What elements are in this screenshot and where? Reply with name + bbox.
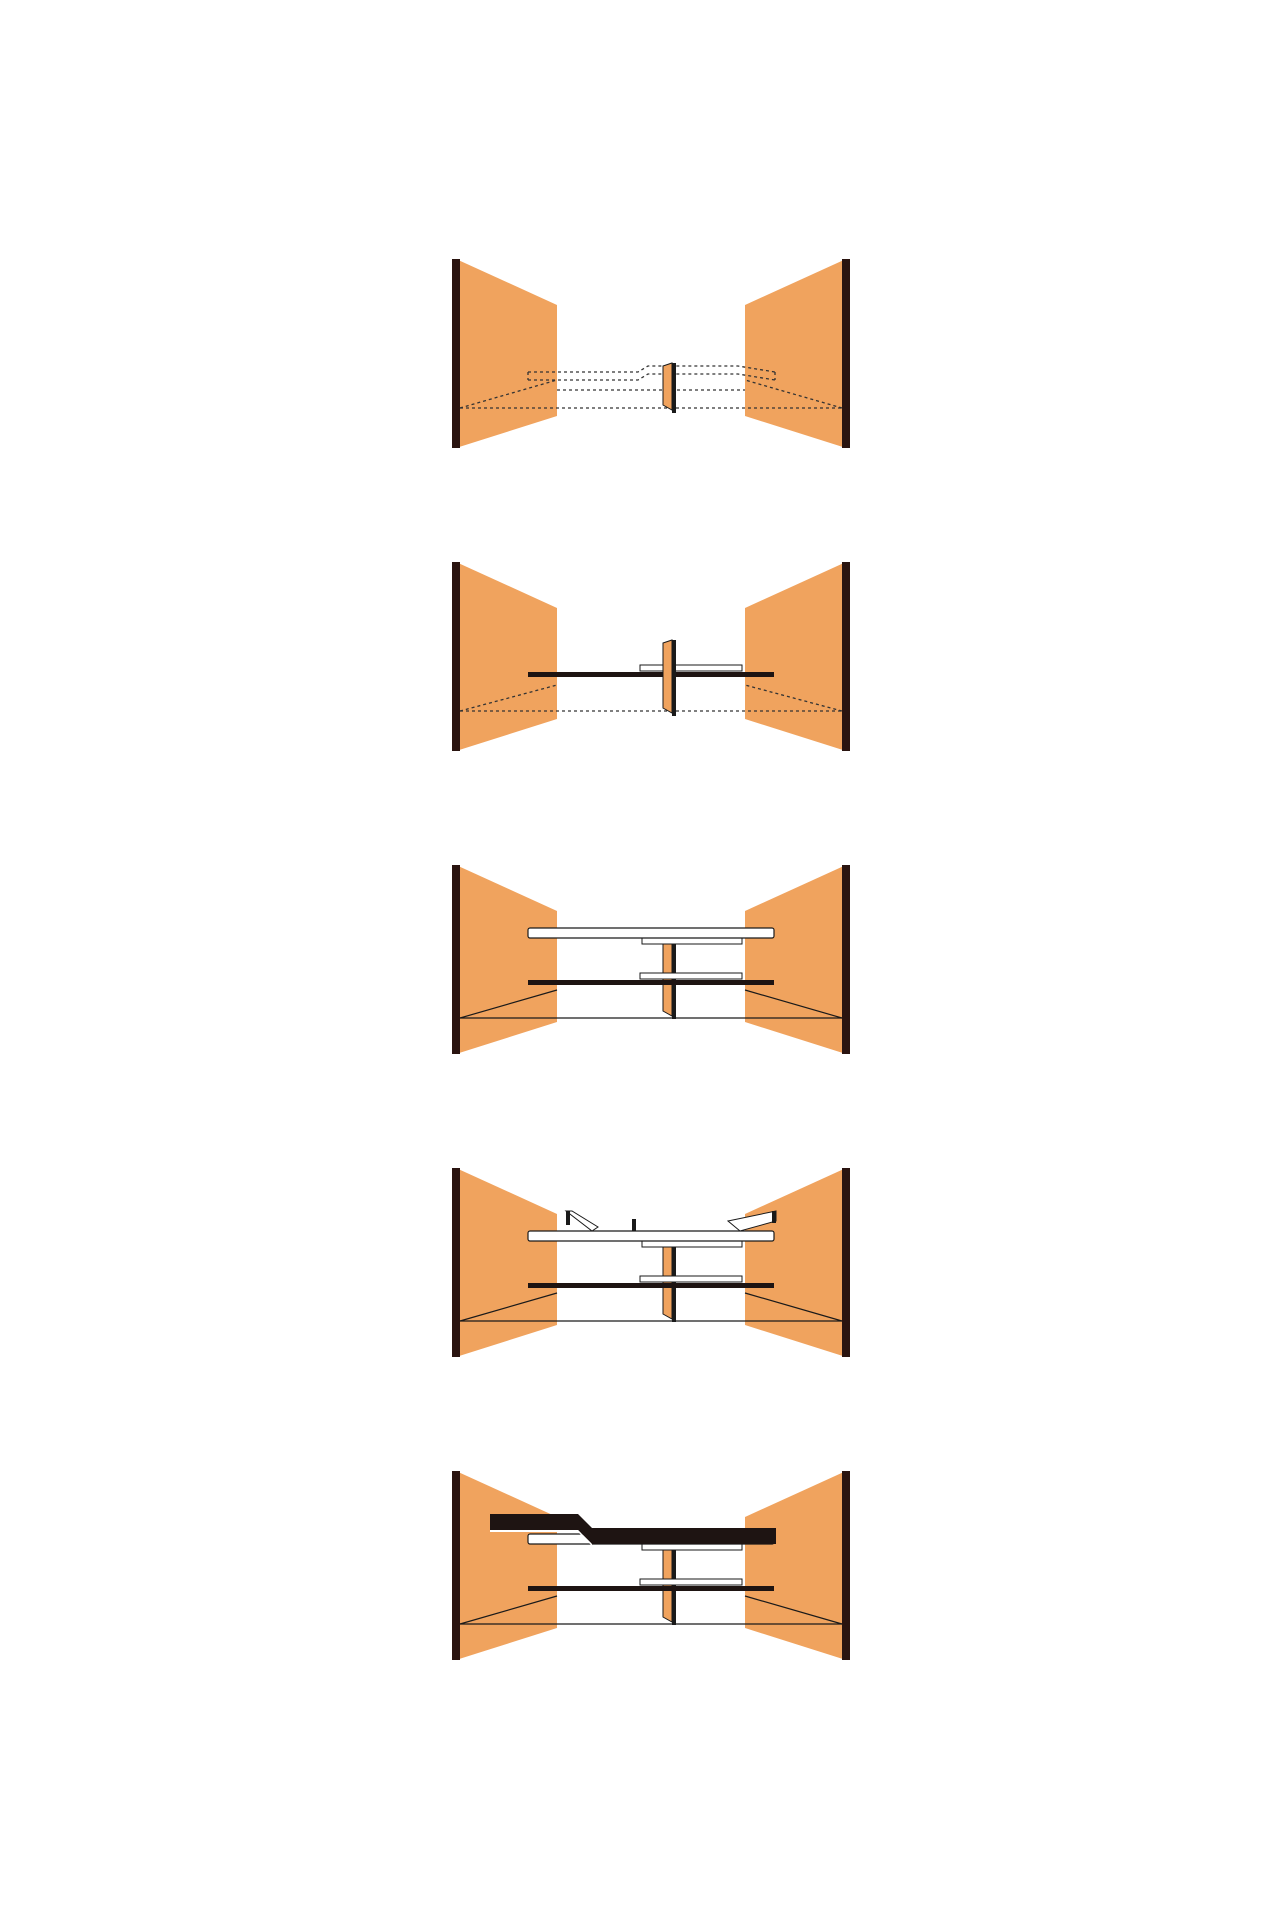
roof-slab	[490, 1514, 776, 1546]
left-wall	[452, 259, 557, 448]
right-wall	[745, 1471, 850, 1660]
diagram-step-1	[452, 259, 850, 448]
dashed-ground-outline	[459, 684, 843, 712]
diagram-step-2	[452, 562, 850, 751]
central-partition	[662, 362, 676, 413]
dashed-floor-outline	[459, 365, 843, 409]
ground-lines	[459, 1292, 843, 1322]
central-partition	[662, 639, 676, 716]
lower-floor-slab	[528, 1578, 774, 1591]
left-wall	[452, 562, 557, 751]
lower-floor-slab	[528, 664, 774, 677]
diagram-step-4	[452, 1168, 850, 1357]
right-wall	[745, 562, 850, 751]
diagram-step-3	[452, 865, 850, 1054]
diagram-step-5	[452, 1471, 850, 1660]
right-wall	[745, 865, 850, 1054]
left-wall	[452, 1168, 557, 1357]
roof-posts	[564, 1210, 777, 1232]
upper-floor-slab	[527, 927, 775, 945]
lower-floor-slab	[528, 972, 774, 985]
right-wall	[745, 259, 850, 448]
left-wall	[452, 1471, 557, 1660]
ground-lines	[459, 989, 843, 1019]
left-wall	[452, 865, 557, 1054]
ground-lines	[459, 1595, 843, 1625]
upper-floor-slab	[527, 1230, 775, 1248]
lower-floor-slab	[528, 1275, 774, 1288]
right-wall	[745, 1168, 850, 1357]
